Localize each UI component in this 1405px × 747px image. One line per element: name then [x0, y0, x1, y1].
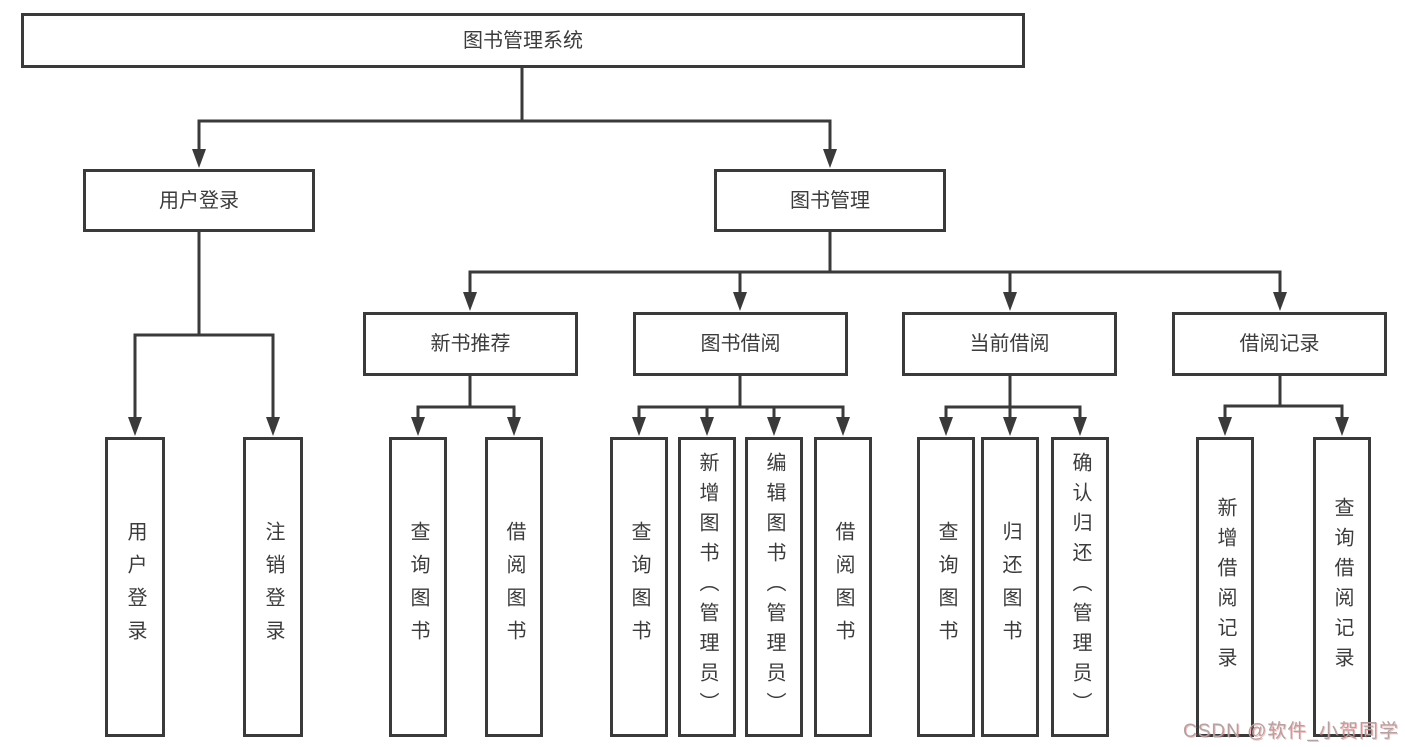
leaf-records-add-record-label: 新增借阅记录	[1214, 497, 1236, 677]
node-borrow-records: 借阅记录	[1172, 312, 1387, 376]
leaf-borrow-query-books-label: 查询图书	[628, 521, 650, 653]
leaf-records-add-record: 新增借阅记录	[1196, 437, 1254, 737]
leaf-current-return-books: 归还图书	[981, 437, 1039, 737]
leaf-newbook-borrow-books-label: 借阅图书	[503, 521, 525, 653]
node-new-book-recommend: 新书推荐	[363, 312, 578, 376]
leaf-current-query-books-label: 查询图书	[935, 521, 957, 653]
leaf-records-query-record: 查询借阅记录	[1313, 437, 1371, 737]
leaf-borrow-add-books-admin-label: 新增图书（管理员）	[696, 452, 718, 722]
node-current-borrow-label: 当前借阅	[969, 333, 1050, 355]
leaf-newbook-borrow-books: 借阅图书	[485, 437, 543, 737]
node-user-login-label: 用户登录	[159, 189, 239, 212]
node-root-label: 图书管理系统	[463, 29, 583, 52]
leaf-current-query-books: 查询图书	[917, 437, 975, 737]
leaf-records-query-record-label: 查询借阅记录	[1331, 497, 1353, 677]
leaf-current-confirm-return-admin-label: 确认归还（管理员）	[1069, 452, 1091, 722]
node-user-login: 用户登录	[83, 169, 315, 232]
node-book-management-label: 图书管理	[790, 189, 870, 212]
leaf-borrow-borrow-books: 借阅图书	[814, 437, 872, 737]
node-book-management: 图书管理	[714, 169, 946, 232]
leaf-newbook-query-books: 查询图书	[389, 437, 447, 737]
connector-userlogin-to-leaves	[128, 232, 280, 436]
leaf-logout-label: 注销登录	[262, 521, 284, 653]
node-root-system: 图书管理系统	[21, 13, 1025, 68]
connector-bookmgmt-to-level3	[463, 232, 1287, 311]
connector-current-to-leaves	[939, 376, 1087, 436]
leaf-borrow-query-books: 查询图书	[610, 437, 668, 737]
leaf-current-return-books-label: 归还图书	[999, 521, 1021, 653]
leaf-newbook-query-books-label: 查询图书	[407, 521, 429, 653]
node-book-borrow-label: 图书借阅	[700, 333, 781, 355]
leaf-borrow-add-books-admin: 新增图书（管理员）	[678, 437, 736, 737]
node-current-borrow: 当前借阅	[902, 312, 1117, 376]
csdn-watermark: CSDN @软件_小贺同学	[1183, 721, 1399, 742]
connector-borrow-to-leaves	[632, 376, 850, 436]
node-book-borrow: 图书借阅	[633, 312, 848, 376]
connector-records-to-leaves	[1218, 376, 1349, 436]
leaf-user-login-label: 用户登录	[124, 521, 146, 653]
leaf-borrow-edit-books-admin-label: 编辑图书（管理员）	[763, 452, 785, 722]
connector-newbook-to-leaves	[411, 376, 521, 436]
leaf-user-login: 用户登录	[105, 437, 165, 737]
leaf-borrow-borrow-books-label: 借阅图书	[832, 521, 854, 653]
node-new-book-recommend-label: 新书推荐	[430, 333, 511, 355]
node-borrow-records-label: 借阅记录	[1239, 333, 1320, 355]
leaf-borrow-edit-books-admin: 编辑图书（管理员）	[745, 437, 803, 737]
leaf-current-confirm-return-admin: 确认归还（管理员）	[1051, 437, 1109, 737]
leaf-logout: 注销登录	[243, 437, 303, 737]
connector-root-to-level2	[192, 68, 837, 168]
